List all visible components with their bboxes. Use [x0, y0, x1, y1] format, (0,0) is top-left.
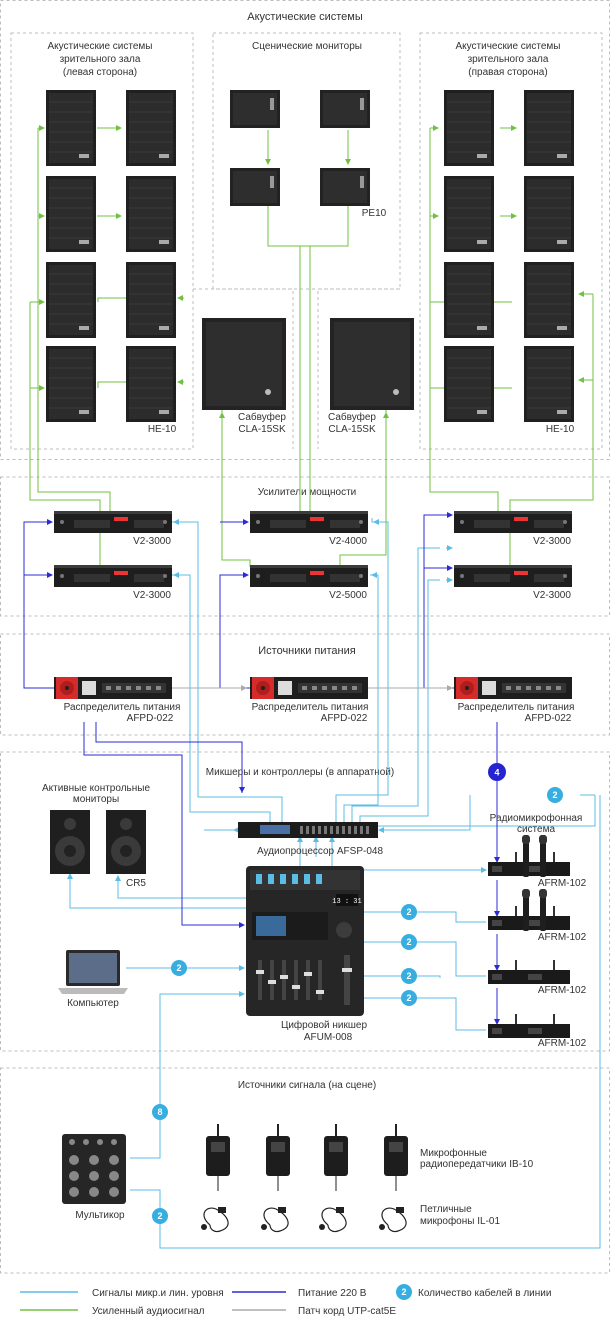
speakers-section-title: Акустические системы — [247, 11, 363, 23]
audio-processor — [238, 822, 378, 838]
transmitters — [205, 1123, 409, 1192]
left-group-title-line3: (левая сторона) — [63, 67, 137, 78]
badge-radio4: 2 — [401, 990, 417, 1006]
badge-computer-text: 2 — [176, 963, 181, 973]
amplifiers — [54, 511, 572, 587]
subwoofer-left — [202, 318, 286, 410]
left-group-title: Акустические системы зрительного зала (л… — [48, 41, 153, 78]
computer-icon — [58, 950, 128, 994]
left-group-title-line2: зрительного зала — [60, 54, 141, 65]
multicore-box — [62, 1134, 126, 1204]
right-group-title-line2: зрительного зала — [468, 54, 549, 65]
legend-power: Питание 220 В — [298, 1288, 367, 1299]
mixer-label-2: AFUM-008 — [304, 1032, 353, 1043]
badge-multicore-up-text: 8 — [157, 1107, 162, 1117]
badge-multicore-down-text: 2 — [157, 1211, 162, 1221]
sub-right-label-1: Сабвуфер — [328, 411, 376, 423]
stage-monitors — [230, 90, 370, 206]
right-group-title: Акустические системы зрительного зала (п… — [456, 41, 561, 78]
pdu-left-label-1: Распределитель питания — [64, 702, 181, 713]
legend: Сигналы микр.и лин. уровня Питание 220 В… — [20, 1284, 551, 1317]
afrm-label-1: AFRM-102 — [538, 878, 587, 889]
amp-l1-label: V2-3000 — [133, 536, 171, 547]
he10-left-label: HE-10 — [148, 424, 177, 435]
sub-right-label-2: CLA-15SK — [328, 424, 376, 435]
multicore-label: Мультикор — [75, 1210, 125, 1221]
badge-multicore-down: 2 — [152, 1208, 168, 1224]
legend-count: Количество кабелей в линии — [418, 1287, 551, 1299]
afrm-label-3: AFRM-102 — [538, 985, 587, 996]
pdu-right-label-1: Распределитель питания — [458, 702, 575, 713]
pdu-right-label-2: AFPD-022 — [525, 713, 572, 724]
subwoofer-right — [330, 318, 414, 410]
active-monitors-label-1: Активные контрольные — [42, 783, 150, 794]
amp-r2-label: V2-3000 — [533, 590, 571, 601]
legend-count-badge — [396, 1284, 412, 1300]
badge-radio2: 2 — [401, 934, 417, 950]
right-speakers — [443, 89, 575, 423]
right-group-title-line3: (правая сторона) — [468, 67, 547, 78]
sub-left-label-2: CLA-15SK — [238, 424, 286, 435]
left-speakers — [45, 89, 177, 423]
pdu-center-label-1: Распределитель питания — [252, 702, 369, 713]
badge-multicore-up: 8 — [152, 1104, 168, 1120]
afrm-label-2: AFRM-102 — [538, 932, 587, 943]
badge-radio1: 2 — [401, 904, 417, 920]
legend-count-badge-text: 2 — [401, 1287, 406, 1297]
amp-c1-label: V2-4000 — [329, 536, 367, 547]
active-monitors — [50, 810, 146, 874]
badge-power-to-radio-text: 4 — [494, 768, 499, 778]
signal-lines — [67, 518, 601, 1249]
processor-label: Аудиопроцессор AFSP-048 — [257, 846, 384, 857]
zone-frames — [0, 0, 610, 1274]
badge-radio-to-processor-text: 2 — [552, 790, 557, 800]
pdu-left-label-2: AFPD-022 — [127, 713, 174, 724]
transmitters-label-2: радиопередатчики IB-10 — [420, 1159, 534, 1170]
badge-radio-to-processor: 2 — [547, 787, 563, 803]
amp-r1-label: V2-3000 — [533, 536, 571, 547]
badge-radio3: 2 — [401, 968, 417, 984]
amp-c2-label: V2-5000 — [329, 590, 367, 601]
legend-signal: Сигналы микр.и лин. уровня — [92, 1288, 224, 1299]
badge-radio1-text: 2 — [406, 907, 411, 917]
lavaliers-label-2: микрофоны IL-01 — [420, 1215, 500, 1227]
computer-label: Компьютер — [67, 998, 119, 1009]
power-distributors — [54, 677, 572, 699]
right-group-title-line1: Акустические системы — [456, 41, 561, 52]
badge-radio2-text: 2 — [406, 937, 411, 947]
radio-system-label-1: Радиомикрофонная — [490, 812, 583, 824]
he10-right-label: HE-10 — [546, 424, 575, 435]
pdu-center-label-2: AFPD-022 — [321, 713, 368, 724]
legend-amplified: Усиленный аудиосигнал — [92, 1306, 205, 1317]
badge-power-to-radio: 4 — [488, 763, 506, 781]
pe10-label: PE10 — [362, 208, 387, 219]
power-section-title: Источники питания — [258, 645, 356, 657]
mixer-label-1: Цифровой никшер — [281, 1019, 368, 1031]
digital-mixer — [246, 866, 364, 1016]
lavalier-mics — [200, 1206, 407, 1233]
mixers-section-title: Микшеры и контроллеры (в аппаратной) — [206, 767, 394, 778]
monitors-group-title: Сценические мониторы — [252, 41, 362, 52]
badge-computer: 2 — [171, 960, 187, 976]
lavaliers-label-1: Петличные — [420, 1204, 472, 1215]
amplifiers-section-title: Усилители мощности — [258, 487, 357, 498]
badge-radio4-text: 2 — [406, 993, 411, 1003]
sub-left-label-1: Сабвуфер — [238, 411, 286, 423]
legend-patch: Патч корд UTP-cat5E — [298, 1306, 396, 1317]
active-monitors-label-2: мониторы — [73, 794, 119, 805]
sources-section-title: Источники сигнала (на сцене) — [238, 1080, 376, 1091]
cr5-label: CR5 — [126, 878, 146, 889]
badge-radio3-text: 2 — [406, 971, 411, 981]
mixer-screen-text: 13 : 31 — [332, 898, 361, 906]
amplified-lines — [29, 125, 594, 571]
transmitters-label-1: Микрофонные — [420, 1147, 487, 1159]
afrm-label-4: AFRM-102 — [538, 1038, 587, 1049]
left-group-title-line1: Акустические системы — [48, 41, 153, 52]
amp-l2-label: V2-3000 — [133, 590, 171, 601]
radio-system-label-2: система — [517, 824, 555, 835]
